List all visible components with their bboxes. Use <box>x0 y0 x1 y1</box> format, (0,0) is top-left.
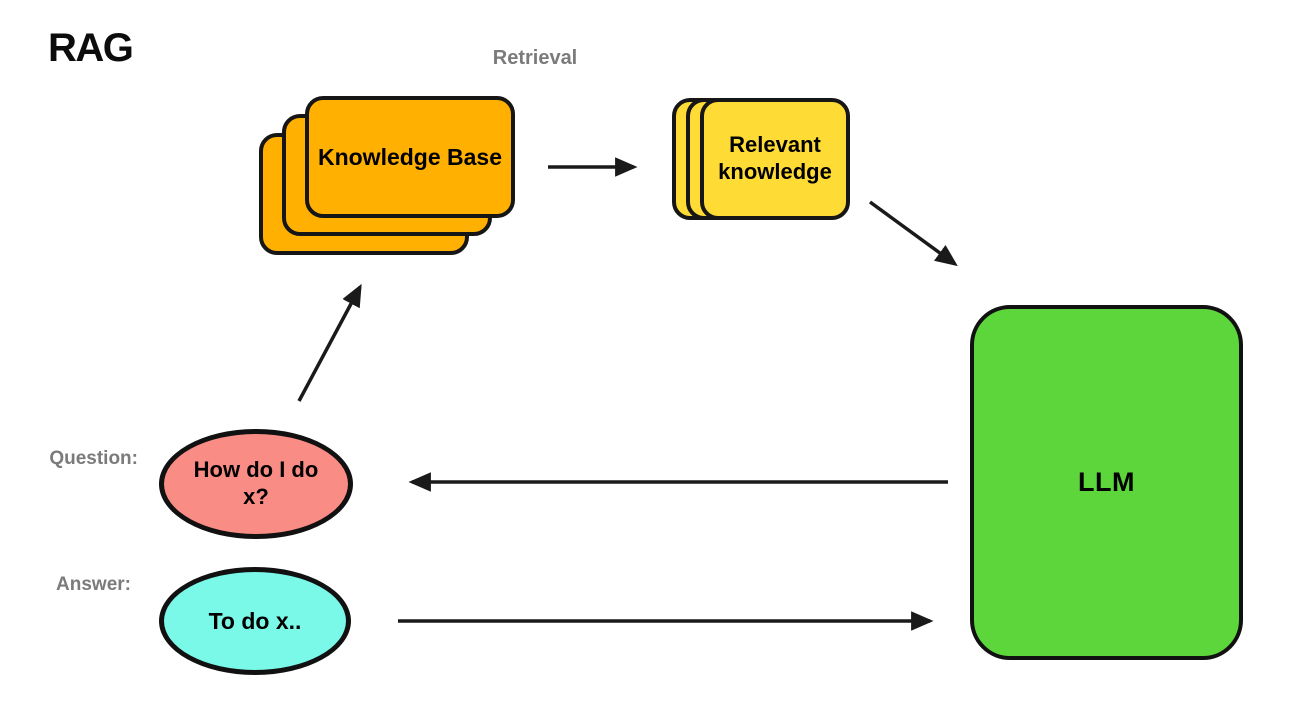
question-bubble: How do I do x? <box>159 429 353 539</box>
answer-label: Answer: <box>56 574 131 595</box>
knowledge-base-card-front: Knowledge Base <box>305 96 515 218</box>
answer-bubble: To do x.. <box>159 567 351 675</box>
question-bubble-label: How do I do x? <box>193 457 319 509</box>
relevant-knowledge-label: Relevant knowledge <box>718 132 832 184</box>
page-title: RAG <box>48 26 134 70</box>
retrieval-label: Retrieval <box>492 47 578 69</box>
relevant-knowledge-card-front: Relevant knowledge <box>700 98 850 220</box>
answer-bubble-label: To do x.. <box>208 607 302 634</box>
question-label: Question: <box>49 448 138 469</box>
arrow-question-to-knowledge-base <box>297 283 362 402</box>
llm-label: LLM <box>1078 467 1135 498</box>
arrow-relevant-knowledge-to-llm <box>868 200 958 267</box>
llm-node: LLM <box>970 305 1243 660</box>
knowledge-base-label: Knowledge Base <box>317 143 503 170</box>
